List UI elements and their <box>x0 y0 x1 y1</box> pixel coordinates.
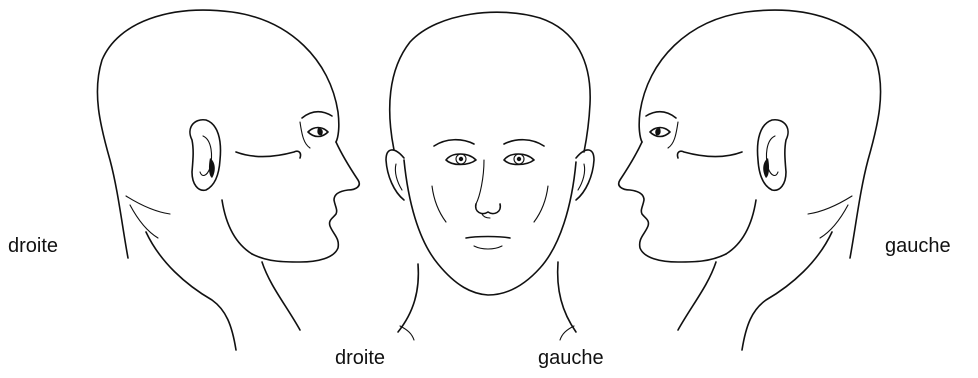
head-profile-facing-right <box>97 10 359 350</box>
head-profile-facing-left <box>619 10 881 350</box>
label-droite-left-view: droite <box>8 236 58 256</box>
head-front-view <box>386 12 594 340</box>
label-gauche-front-view: gauche <box>538 348 604 368</box>
label-droite-front-view: droite <box>335 348 385 368</box>
label-gauche-right-view: gauche <box>885 236 951 256</box>
